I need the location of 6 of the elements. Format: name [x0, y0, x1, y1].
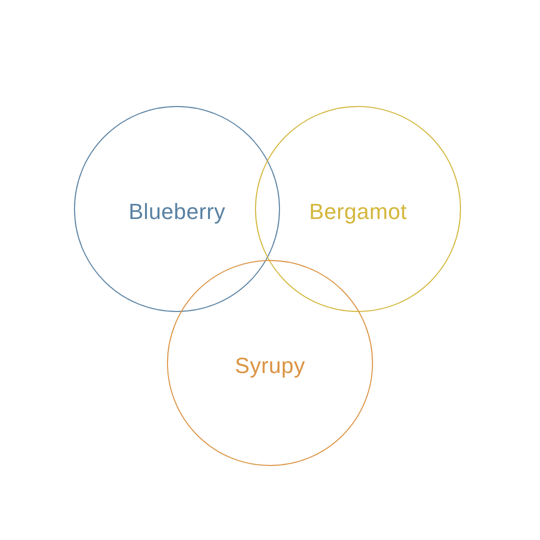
venn-circle [255, 106, 461, 312]
venn-circle [74, 106, 280, 312]
set-label: Blueberry [128, 199, 226, 225]
set-label: Syrupy [234, 353, 306, 379]
venn-circle [167, 260, 373, 466]
set-label: Bergamot [309, 199, 407, 225]
